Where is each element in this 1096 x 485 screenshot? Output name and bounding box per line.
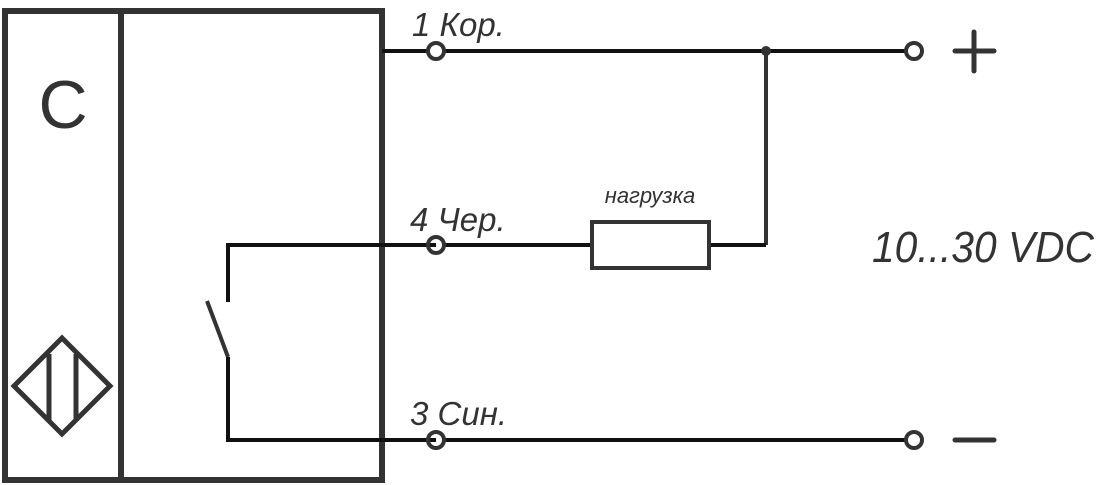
- pin-label-3: 3 Син.: [410, 395, 507, 432]
- capacitive-sensor-icon: [10, 334, 114, 438]
- terminal-minus: [904, 430, 924, 450]
- terminal-3: [426, 430, 446, 450]
- pin-label-4: 4 Чер.: [410, 201, 506, 238]
- pin-label-1: 1 Кор.: [412, 6, 505, 43]
- load-label: нагрузка: [605, 183, 696, 208]
- supply-voltage: 10...30 VDC: [872, 223, 1095, 272]
- terminal-1: [426, 41, 446, 61]
- load-resistor: [590, 220, 711, 270]
- minus-label: −: [974, 449, 975, 451]
- switch-contact: [205, 243, 436, 442]
- terminal-plus: [904, 41, 924, 61]
- plus-sign-icon: [952, 29, 997, 74]
- terminal-4: [426, 235, 446, 255]
- sensor-type-letter: C: [38, 67, 87, 143]
